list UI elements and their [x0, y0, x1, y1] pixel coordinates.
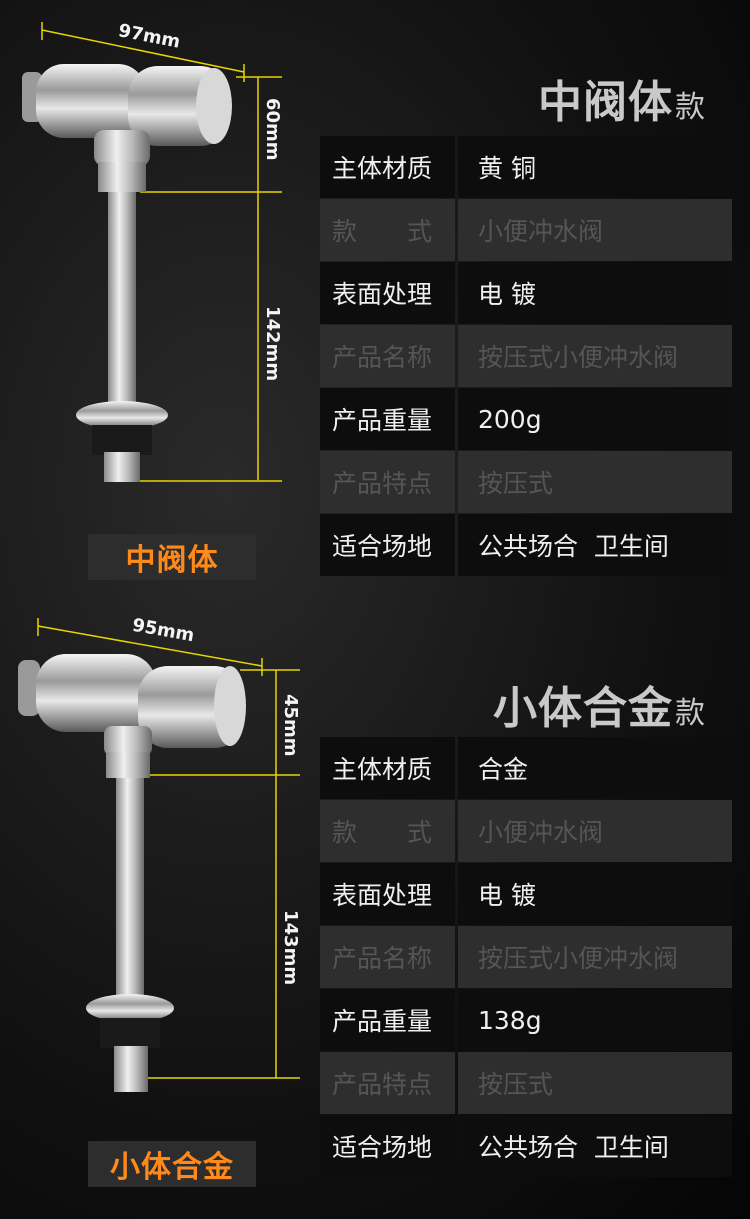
spec-key: 适合场地 — [320, 514, 455, 576]
spec-row: 主体材质合金 — [320, 737, 732, 799]
spec-value: 公共场合 卫生间 — [458, 514, 732, 576]
spec-value: 公共场合 卫生间 — [458, 1115, 732, 1177]
pipe-height-dimension: 143mm — [280, 910, 301, 986]
spec-key: 款 式 — [320, 199, 455, 261]
spec-row: 表面处理电 镀 — [320, 863, 732, 925]
spec-key: 产品重量 — [320, 388, 455, 450]
title-main: 中阀体 — [538, 77, 673, 128]
spec-key: 主体材质 — [320, 737, 455, 799]
spec-value: 合金 — [458, 737, 732, 799]
spec-row: 款 式小便冲水阀 — [320, 800, 732, 862]
top-height-dimension: 60mm — [262, 98, 283, 161]
spec-key: 表面处理 — [320, 863, 455, 925]
spec-row: 产品名称按压式小便冲水阀 — [320, 926, 732, 988]
spec-key: 产品名称 — [320, 325, 455, 387]
spec-key: 产品特点 — [320, 1052, 455, 1114]
spec-value: 小便冲水阀 — [458, 800, 732, 862]
spec-value: 138g — [458, 989, 732, 1051]
section-title: 中阀体款 — [538, 66, 706, 130]
spec-value: 按压式小便冲水阀 — [458, 325, 732, 387]
product-section-small-alloy: 95mm 45mm 143mm 小体合金 小体合金款 主体材质合金款 式小便冲水… — [0, 600, 750, 1219]
valve-body — [18, 654, 246, 1092]
spec-value: 按压式 — [458, 1052, 732, 1114]
spec-row: 主体材质黄 铜 — [320, 136, 732, 198]
spec-row: 产品名称按压式小便冲水阀 — [320, 325, 732, 387]
product-section-mid-body: 97mm 60mm 142mm 中阀体 中阀体款 主体材质黄 铜款 式小便冲水阀… — [0, 0, 750, 600]
valve-body — [22, 64, 232, 482]
spec-row: 产品特点按压式 — [320, 451, 732, 513]
variant-label: 小体合金 — [88, 1141, 256, 1187]
spec-value: 200g — [458, 388, 732, 450]
top-height-dimension: 45mm — [280, 694, 301, 757]
spec-row: 产品特点按压式 — [320, 1052, 732, 1114]
spec-value: 电 镀 — [458, 262, 732, 324]
spec-key: 产品特点 — [320, 451, 455, 513]
spec-key: 产品名称 — [320, 926, 455, 988]
spec-row: 款 式小便冲水阀 — [320, 199, 732, 261]
spec-key: 款 式 — [320, 800, 455, 862]
title-suffix: 款 — [675, 696, 706, 731]
pipe-height-dimension: 142mm — [262, 306, 283, 382]
spec-key: 表面处理 — [320, 262, 455, 324]
spec-key: 适合场地 — [320, 1115, 455, 1177]
variant-label: 中阀体 — [88, 534, 256, 580]
section-title: 小体合金款 — [493, 672, 706, 736]
spec-row: 表面处理电 镀 — [320, 262, 732, 324]
valve-image-small-alloy — [18, 618, 300, 1092]
spec-key: 主体材质 — [320, 136, 455, 198]
spec-row: 适合场地公共场合 卫生间 — [320, 1115, 732, 1177]
spec-value: 小便冲水阀 — [458, 199, 732, 261]
title-main: 小体合金 — [493, 683, 673, 734]
spec-value: 按压式小便冲水阀 — [458, 926, 732, 988]
spec-value: 黄 铜 — [458, 136, 732, 198]
valve-image-mid-body — [22, 22, 282, 482]
title-suffix: 款 — [675, 90, 706, 125]
spec-row: 适合场地公共场合 卫生间 — [320, 514, 732, 576]
spec-value: 电 镀 — [458, 863, 732, 925]
spec-value: 按压式 — [458, 451, 732, 513]
spec-key: 产品重量 — [320, 989, 455, 1051]
